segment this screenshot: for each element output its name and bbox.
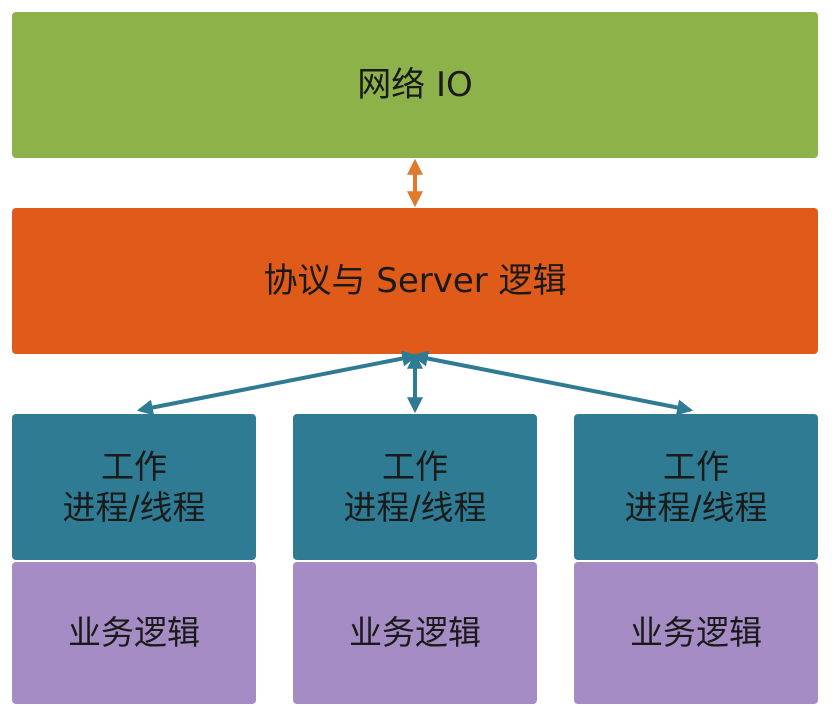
- worker-label-line1: 工作: [382, 446, 448, 486]
- business-logic-block-1: 业务逻辑: [12, 562, 256, 704]
- protocol-server-logic-label: 协议与 Server 逻辑: [263, 260, 567, 301]
- worker-label-line2: 进程/线程: [343, 488, 487, 527]
- network-io-label: 网络 IO: [357, 64, 473, 105]
- protocol-worker-arrow-right: [411, 350, 694, 416]
- business-logic-label: 业务逻辑: [68, 613, 200, 653]
- worker-block-1: 工作 进程/线程: [12, 414, 256, 560]
- business-logic-label: 业务逻辑: [630, 613, 762, 653]
- business-logic-block-2: 业务逻辑: [293, 562, 537, 704]
- business-logic-block-3: 业务逻辑: [574, 562, 818, 704]
- worker-label-line1: 工作: [663, 446, 729, 486]
- protocol-server-logic-block: 协议与 Server 逻辑: [12, 208, 818, 354]
- business-logic-label: 业务逻辑: [349, 613, 481, 653]
- worker-label-line1: 工作: [101, 446, 167, 486]
- worker-block-3: 工作 进程/线程: [574, 414, 818, 560]
- worker-label-line2: 进程/线程: [62, 488, 206, 527]
- worker-block-2: 工作 进程/线程: [293, 414, 537, 560]
- protocol-worker-arrow-left: [136, 350, 419, 416]
- network-io-block: 网络 IO: [12, 12, 818, 158]
- worker-label-line2: 进程/线程: [624, 488, 768, 527]
